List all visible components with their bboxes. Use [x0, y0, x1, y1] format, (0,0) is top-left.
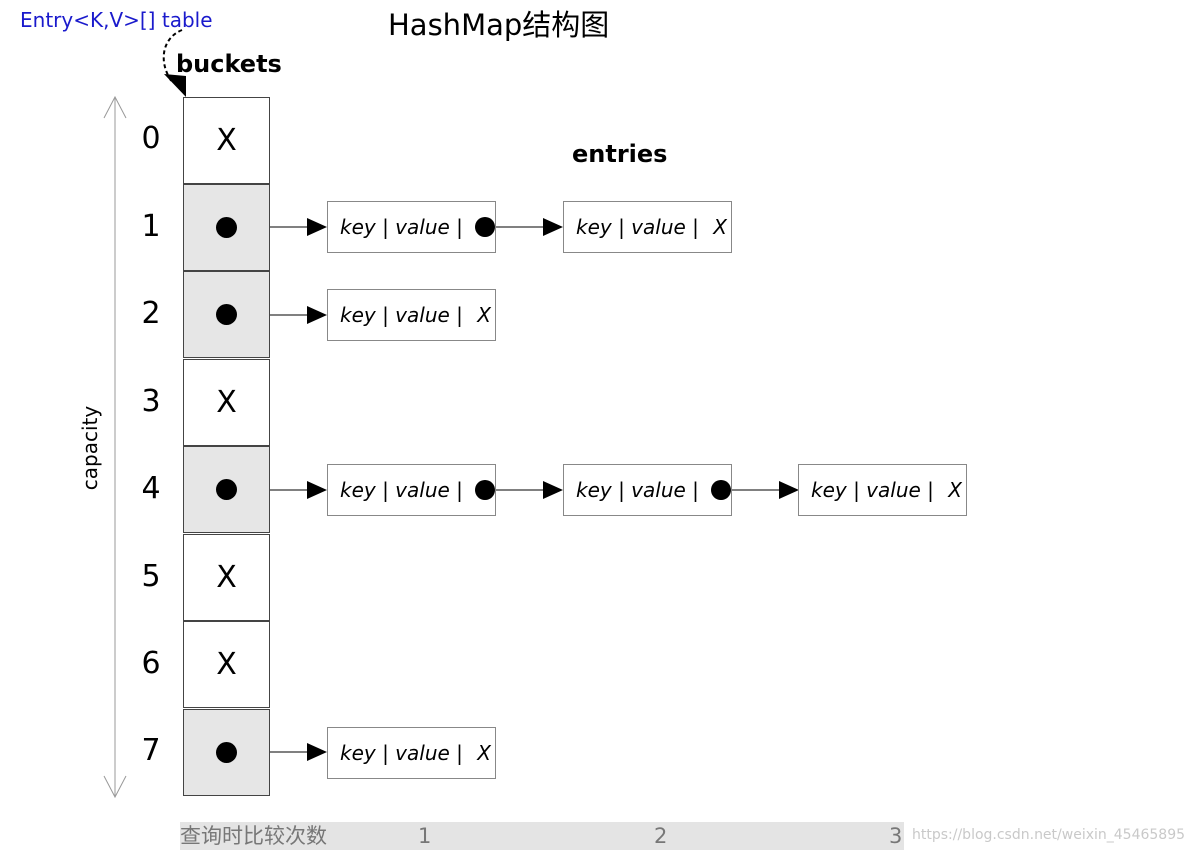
- null-next-mark: X: [713, 215, 727, 239]
- bucket-cell: X: [183, 359, 270, 446]
- table-pointer-arrowhead: [164, 74, 186, 97]
- capacity-arrow-bottom: [103, 775, 127, 799]
- comparison-count-bar: [180, 822, 904, 850]
- bucket-index: 0: [141, 121, 161, 156]
- entry-node: key | value | X: [563, 201, 732, 253]
- bucket-index: 2: [141, 296, 161, 331]
- bucket-cell: X: [183, 534, 270, 621]
- entry-node: key | value |: [327, 464, 496, 516]
- entry-text: key | value |: [340, 303, 470, 327]
- arrowhead: [543, 218, 563, 236]
- entry-node: key | value |: [563, 464, 732, 516]
- entry-text: key | value |: [340, 215, 470, 239]
- pointer-dot: [216, 742, 237, 763]
- bucket-cell: [183, 446, 270, 533]
- bucket-index: 5: [141, 559, 161, 594]
- entry-text: key | value |: [340, 741, 470, 765]
- null-mark: X: [216, 647, 237, 682]
- bucket-cell: X: [183, 97, 270, 184]
- null-mark: X: [216, 385, 237, 420]
- next-pointer-dot: [475, 480, 495, 500]
- pointer-dot: [216, 217, 237, 238]
- comparison-count-1: 1: [418, 824, 432, 848]
- arrowhead: [307, 306, 327, 324]
- capacity-arrow-top: [103, 95, 127, 119]
- arrowhead: [307, 218, 327, 236]
- comparison-count-2: 2: [654, 824, 668, 848]
- pointer-dot: [216, 304, 237, 325]
- comparison-count-3: 3: [889, 824, 903, 848]
- diagram-title: HashMap结构图: [388, 8, 610, 42]
- bucket-index: 7: [141, 733, 161, 768]
- bucket-index: 3: [141, 384, 161, 419]
- null-next-mark: X: [477, 303, 491, 327]
- buckets-label: buckets: [176, 50, 282, 78]
- table-pointer-arrow: [162, 29, 183, 83]
- watermark: https://blog.csdn.net/weixin_45465895: [912, 827, 1186, 843]
- null-mark: X: [216, 560, 237, 595]
- entry-text: key | value |: [576, 215, 706, 239]
- bucket-cell: [183, 184, 270, 271]
- null-next-mark: X: [477, 741, 491, 765]
- entry-text: key | value |: [811, 478, 941, 502]
- entry-text: key | value |: [340, 478, 470, 502]
- entry-node: key | value | X: [327, 727, 496, 779]
- entries-label: entries: [572, 140, 668, 168]
- null-mark: X: [216, 123, 237, 158]
- bucket-index: 1: [141, 209, 161, 244]
- arrowhead: [543, 481, 563, 499]
- next-pointer-dot: [711, 480, 731, 500]
- entry-node: key | value | X: [798, 464, 967, 516]
- bucket-cell: [183, 271, 270, 358]
- entry-node: key | value |: [327, 201, 496, 253]
- arrowhead: [307, 743, 327, 761]
- next-pointer-dot: [475, 217, 495, 237]
- bucket-cell: [183, 709, 270, 796]
- entry-node: key | value | X: [327, 289, 496, 341]
- arrowhead: [779, 481, 799, 499]
- bucket-cell: X: [183, 621, 270, 708]
- table-label: Entry<K,V>[] table: [20, 8, 213, 32]
- entry-text: key | value |: [576, 478, 706, 502]
- bucket-index: 4: [141, 471, 161, 506]
- pointer-dot: [216, 479, 237, 500]
- comparison-count-label: 查询时比较次数: [180, 824, 327, 848]
- null-next-mark: X: [948, 478, 962, 502]
- arrowhead: [307, 481, 327, 499]
- bucket-index: 6: [141, 646, 161, 681]
